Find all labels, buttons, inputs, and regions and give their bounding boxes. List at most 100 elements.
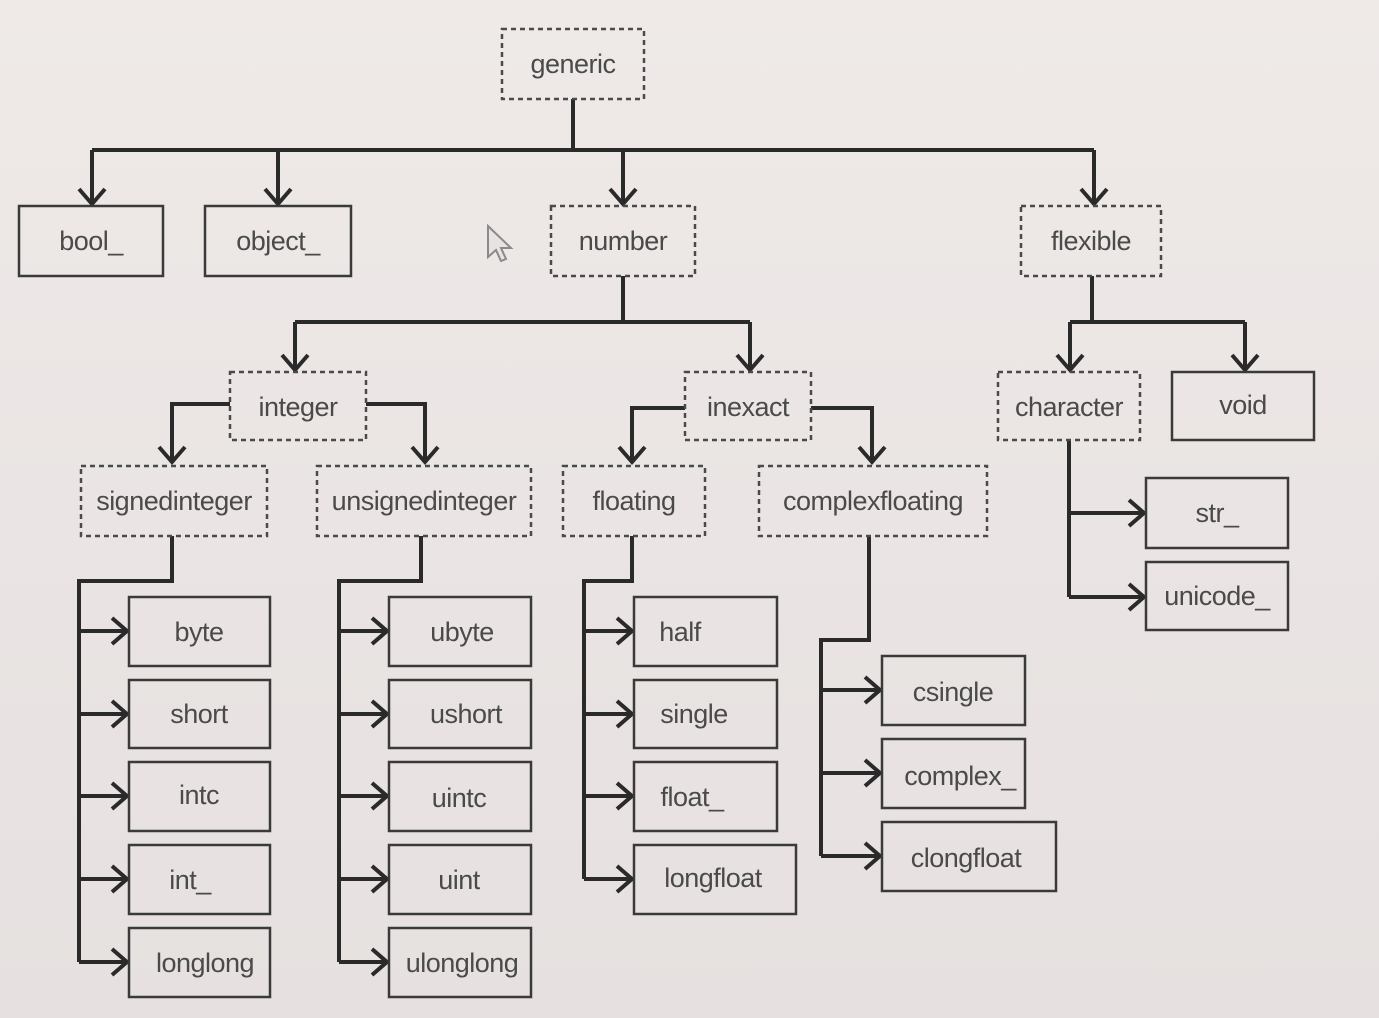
node-complexfloating: complexfloating xyxy=(757,464,989,538)
node-byte-box xyxy=(127,595,272,668)
node-short-box xyxy=(127,678,272,750)
node-bool-label: bool_ xyxy=(59,226,124,256)
node-clongfloat-box xyxy=(880,820,1058,893)
node-ushort: ushort xyxy=(387,678,533,750)
node-character-label: character xyxy=(1015,392,1124,422)
node-half-box xyxy=(632,595,779,668)
node-csingle-label: csingle xyxy=(913,677,994,707)
node-object-label: object_ xyxy=(236,226,321,256)
node-complex: complex_ xyxy=(880,737,1027,810)
node-csingle-box xyxy=(880,654,1027,727)
node-byte: byte xyxy=(127,595,272,668)
node-bool: bool_ xyxy=(17,204,165,278)
edge-inexact-floating xyxy=(630,406,685,458)
node-int-box xyxy=(127,843,272,916)
edges-layer xyxy=(77,99,1260,977)
node-int-label: int_ xyxy=(169,865,212,895)
node-ushort-label: ushort xyxy=(430,699,503,729)
node-number-box xyxy=(549,204,697,278)
node-number: number xyxy=(549,204,697,278)
node-float-label: float_ xyxy=(660,782,725,812)
node-single: single xyxy=(632,678,779,750)
node-uint: uint xyxy=(387,843,533,916)
node-generic-box xyxy=(500,27,646,101)
node-intc-label: intc xyxy=(179,780,219,810)
node-integer: integer xyxy=(228,370,368,442)
node-uint-box xyxy=(387,843,533,916)
node-signedinteger-label: signedinteger xyxy=(96,486,252,516)
node-complex-label: complex_ xyxy=(904,761,1017,791)
node-short-label: short xyxy=(170,699,229,729)
node-unsignedinteger-box xyxy=(315,464,533,538)
node-uintc: uintc xyxy=(387,760,533,833)
node-ulonglong: ulonglong xyxy=(387,926,533,999)
node-flexible-label: flexible xyxy=(1051,226,1131,256)
edge-integer-signedinteger xyxy=(170,402,230,458)
node-half-label: half xyxy=(659,617,702,647)
node-csingle: csingle xyxy=(880,654,1027,727)
node-void-label: void xyxy=(1219,390,1267,420)
node-half: half xyxy=(632,595,779,668)
node-longlong-label: longlong xyxy=(156,948,254,978)
node-intc-box xyxy=(127,760,272,833)
node-character-box xyxy=(996,370,1142,442)
node-clongfloat: clongfloat xyxy=(880,820,1058,893)
node-object: object_ xyxy=(203,204,353,278)
edge-inexact-complexfloating xyxy=(811,406,874,458)
node-str-box xyxy=(1144,476,1290,550)
node-floating-label: floating xyxy=(592,486,675,516)
node-single-box xyxy=(632,678,779,750)
node-unicode-label: unicode_ xyxy=(1164,581,1271,611)
node-ushort-box xyxy=(387,678,533,750)
node-longfloat-label: longfloat xyxy=(664,863,763,893)
node-uint-label: uint xyxy=(438,865,481,895)
edge-complexfloating-trunk xyxy=(819,536,871,856)
cursor-icon xyxy=(487,223,514,263)
node-object-box xyxy=(203,204,353,278)
node-void-box xyxy=(1170,370,1316,442)
node-str-label: str_ xyxy=(1195,498,1239,528)
node-longlong: longlong xyxy=(127,926,272,999)
node-integer-box xyxy=(228,370,368,442)
node-short: short xyxy=(127,678,272,750)
node-generic-label: generic xyxy=(530,49,615,79)
node-bool-box xyxy=(17,204,165,278)
node-complexfloating-label: complexfloating xyxy=(783,486,963,516)
node-unsignedinteger-label: unsignedinteger xyxy=(332,486,517,516)
edge-integer-unsignedinteger xyxy=(366,402,427,458)
node-ubyte-box xyxy=(387,595,533,668)
node-floating-box xyxy=(561,464,707,538)
node-generic: generic xyxy=(500,27,646,101)
node-inexact-label: inexact xyxy=(707,392,790,422)
node-signedinteger-box xyxy=(79,464,269,538)
node-byte-label: byte xyxy=(174,617,223,647)
node-ubyte: ubyte xyxy=(387,595,533,668)
node-unicode: unicode_ xyxy=(1144,560,1290,632)
node-unsignedinteger: unsignedinteger xyxy=(315,464,533,538)
node-number-label: number xyxy=(579,226,668,256)
node-void: void xyxy=(1170,370,1316,442)
node-inexact: inexact xyxy=(683,370,813,442)
node-intc: intc xyxy=(127,760,272,833)
node-signedinteger: signedinteger xyxy=(79,464,269,538)
edge-unsignedinteger-trunk xyxy=(337,536,423,962)
node-longlong-box xyxy=(127,926,272,999)
node-float: float_ xyxy=(632,760,779,833)
node-flexible-box xyxy=(1019,204,1163,278)
edge-floating-trunk xyxy=(582,536,634,879)
nodes-layer: generic bool_ object_ number flexible xyxy=(17,27,1316,999)
node-complex-box xyxy=(880,737,1027,810)
node-integer-label: integer xyxy=(258,392,338,422)
edge-signedinteger-trunk xyxy=(77,536,174,962)
node-clongfloat-label: clongfloat xyxy=(911,843,1023,873)
node-uintc-box xyxy=(387,760,533,833)
node-inexact-box xyxy=(683,370,813,442)
node-str: str_ xyxy=(1144,476,1290,550)
node-floating: floating xyxy=(561,464,707,538)
node-complexfloating-box xyxy=(757,464,989,538)
node-ulonglong-box xyxy=(387,926,533,999)
node-character: character xyxy=(996,370,1142,442)
node-flexible: flexible xyxy=(1019,204,1163,278)
